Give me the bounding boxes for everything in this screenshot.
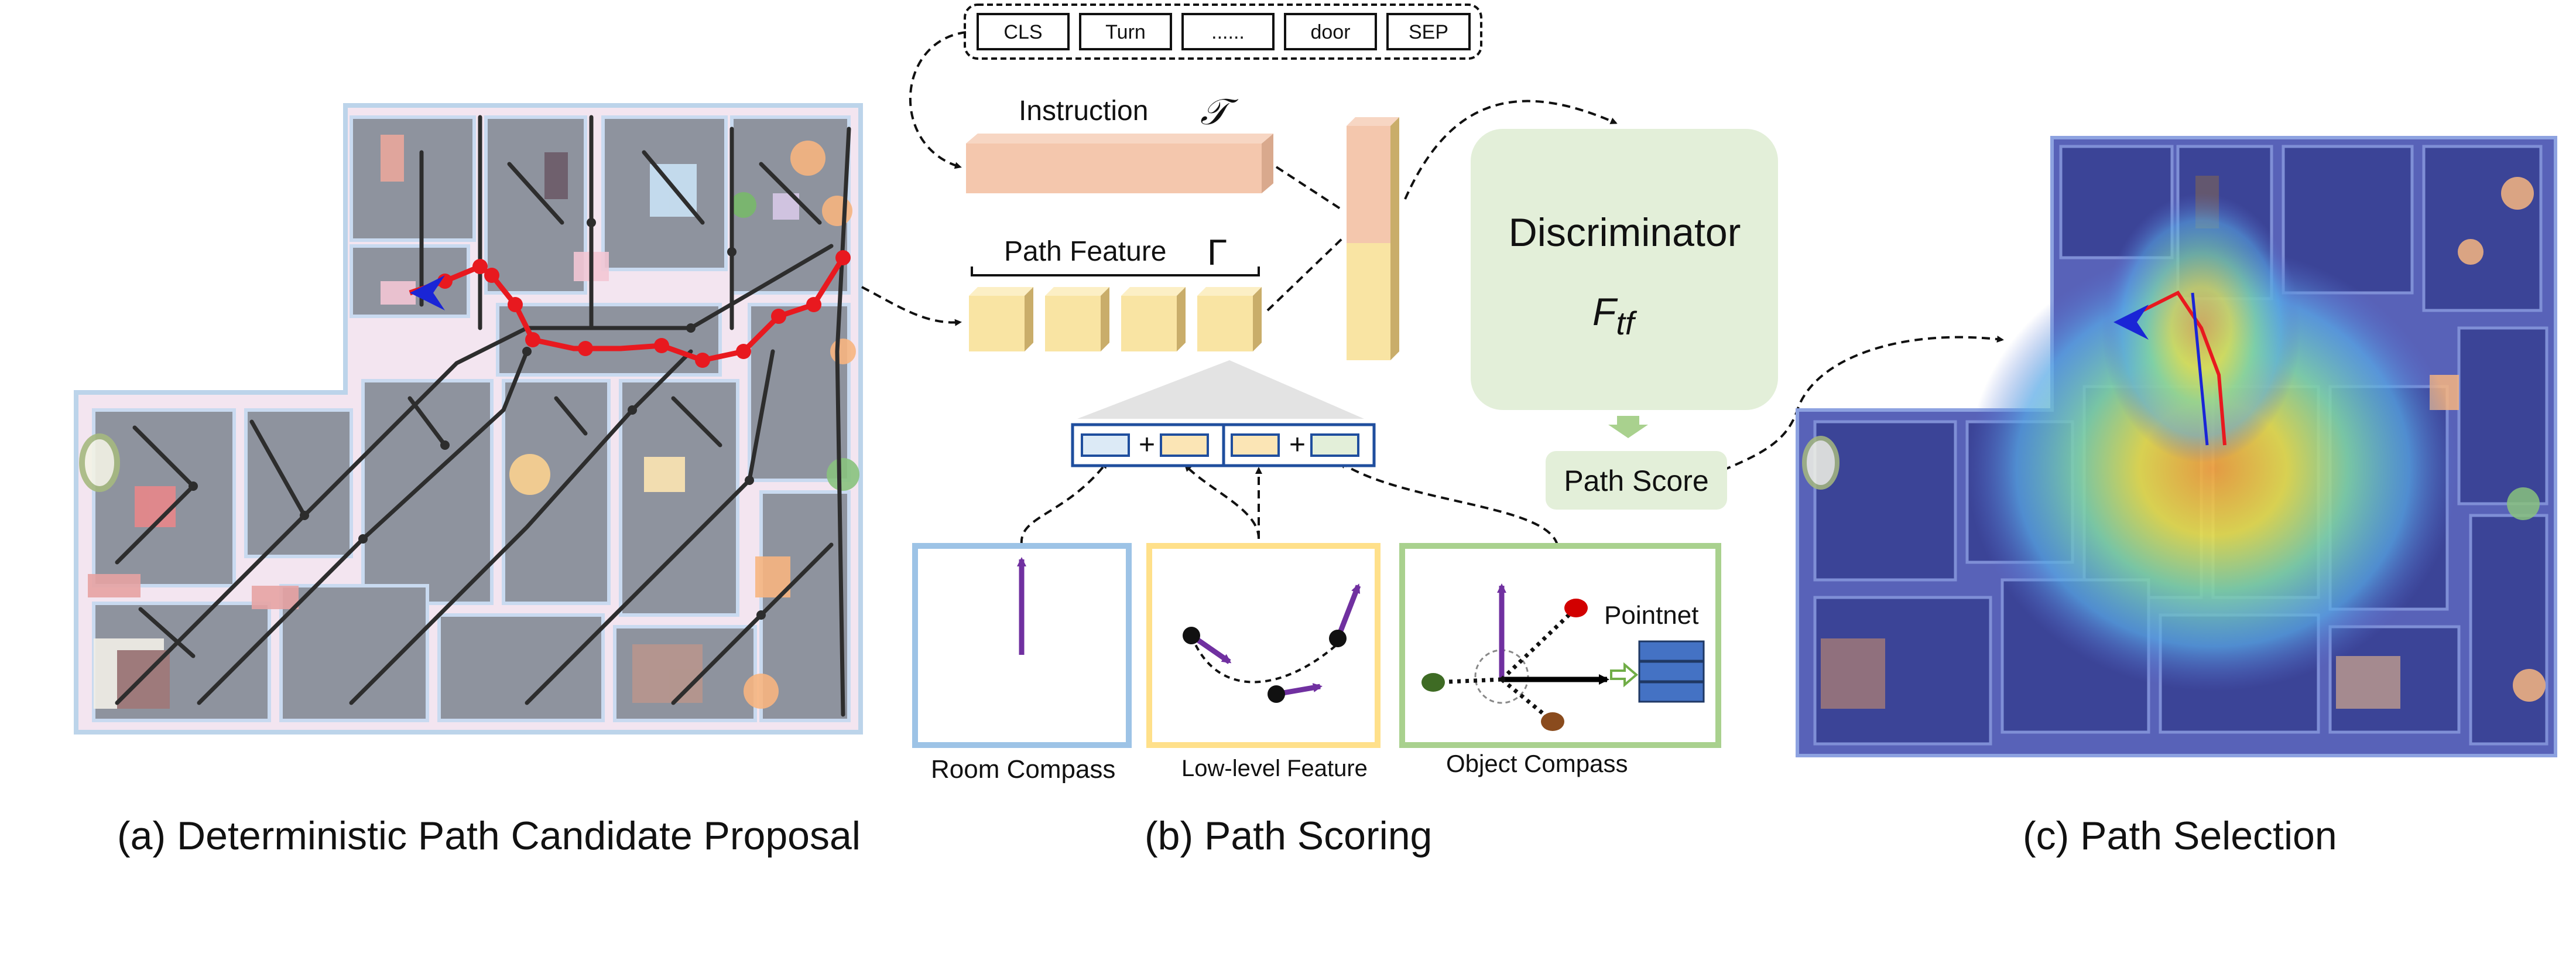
token-sequence: CLS Turn...... door SEP — [964, 4, 1482, 60]
low-level-feature-panel: Low-level Feature — [1146, 543, 1381, 781]
pointnet-label: Pointnet — [1604, 601, 1698, 630]
discriminator-subscript: tf — [1616, 305, 1638, 341]
selected-path-nodes — [437, 250, 851, 368]
pointnet-arrow-icon — [1610, 662, 1639, 688]
selected-path-overlay — [2124, 291, 2226, 446]
token-label: CLS — [1003, 21, 1042, 43]
path-score-block: Path Score — [1546, 451, 1727, 510]
path-feature-cubes — [969, 287, 1262, 351]
caption-a: (a) Deterministic Path Candidate Proposa… — [117, 814, 861, 858]
instruction-label: Instruction — [1019, 95, 1148, 127]
path-feature-cube — [969, 287, 1033, 351]
svg-text:Ftf: Ftf — [1592, 290, 1638, 341]
discriminator-label: Discriminator — [1509, 210, 1741, 255]
discriminator-block: Discriminator Ftf — [1471, 129, 1778, 438]
candidate-nodes — [189, 218, 766, 620]
path-feature-cube — [1197, 287, 1262, 351]
connectors — [861, 31, 2004, 545]
token-box — [1079, 13, 1172, 50]
token-label: ...... — [1211, 21, 1245, 43]
token-label: Turn — [1105, 21, 1146, 43]
token-box — [1181, 13, 1275, 50]
svg-text:+: + — [1139, 429, 1155, 460]
instruction-embedding: Instruction 𝒯 — [966, 92, 1273, 193]
expansion-triangle — [1077, 360, 1364, 419]
room-compass-label: Room Compass — [931, 755, 1115, 784]
token-boxes: CLS Turn...... door SEP — [977, 13, 1471, 50]
caption-b: (b) Path Scoring — [1145, 814, 1432, 858]
token-label: door — [1310, 21, 1350, 43]
caption-c: (c) Path Selection — [2023, 814, 2337, 858]
object-compass-panel: Pointnet Object Compass — [1399, 543, 1721, 777]
candidate-paths — [115, 115, 851, 717]
path-feature-symbol: Γ — [1207, 233, 1227, 273]
instruction-symbol: 𝒯 — [1200, 92, 1239, 132]
path-feature-cube — [1045, 287, 1109, 351]
token-box — [1386, 13, 1471, 50]
token-label: SEP — [1409, 21, 1448, 43]
low-level-feature-label: Low-level Feature — [1181, 756, 1368, 781]
agent-arrow-icon — [410, 275, 445, 310]
object-compass-label: Object Compass — [1446, 750, 1628, 777]
selection-map — [1796, 136, 2557, 757]
room-compass-panel: Room Compass — [912, 543, 1132, 784]
path-score-label: Path Score — [1564, 464, 1708, 497]
svg-text:+: + — [1289, 429, 1306, 460]
token-box — [977, 13, 1070, 50]
path-feature-cube — [1121, 287, 1186, 351]
candidate-map — [74, 103, 863, 735]
feature-concat: + + — [1071, 423, 1376, 467]
path-feature-brace — [971, 267, 1260, 276]
fused-token-column — [1347, 117, 1399, 360]
agent-arrow-icon-c — [2113, 305, 2149, 340]
score-arrow-icon — [1608, 416, 1648, 438]
heatmap-blob — [1967, 246, 2459, 691]
path-feature-embedding: Path Feature Γ — [969, 233, 1262, 351]
discriminator-symbol: F — [1592, 290, 1618, 333]
path-feature-label: Path Feature — [1004, 236, 1167, 267]
token-box — [1284, 13, 1377, 50]
